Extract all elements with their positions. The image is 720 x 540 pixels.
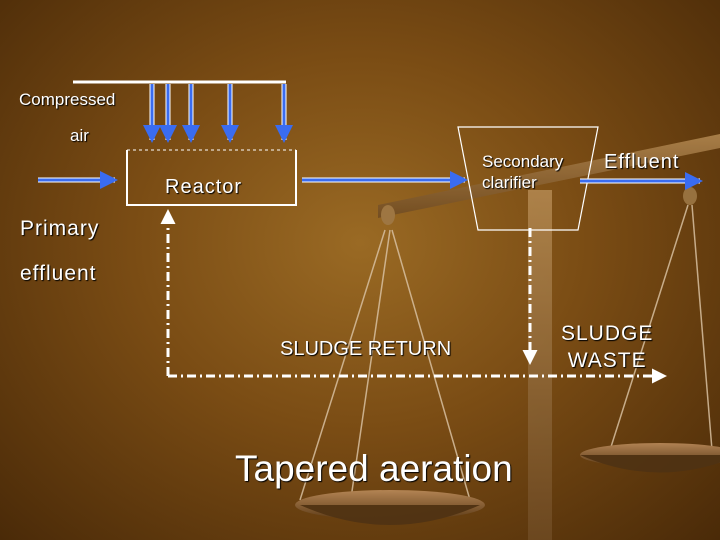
sludge-waste-line1: SLUDGE bbox=[561, 322, 654, 345]
reactor-tank bbox=[126, 149, 297, 206]
air-label: air bbox=[70, 126, 89, 145]
secondary-clarifier-label: Secondary clarifier bbox=[482, 151, 563, 193]
secondary-clarifier-shape bbox=[457, 126, 599, 231]
secondary-label-line2: clarifier bbox=[482, 173, 537, 192]
sludge-lines bbox=[160, 209, 667, 384]
right-hanger bbox=[683, 187, 697, 205]
left-hanger bbox=[381, 205, 395, 225]
sludge-waste-label: SLUDGE WASTE bbox=[561, 320, 653, 374]
effluent-label: Effluent bbox=[604, 151, 680, 173]
air-arrows bbox=[143, 84, 293, 143]
scale-beam bbox=[378, 134, 720, 218]
secondary-label-line1: Secondary bbox=[482, 152, 564, 171]
sludge-return-label: SLUDGE RETURN bbox=[280, 338, 452, 360]
reactor-walls bbox=[126, 150, 297, 206]
reactor-label: Reactor bbox=[165, 176, 243, 198]
compressed-label: Compressed bbox=[19, 90, 116, 109]
sludge-waste-line2: WASTE bbox=[567, 349, 647, 372]
primary-label: Primary bbox=[20, 217, 100, 240]
primary-effluent-label: effluent bbox=[20, 262, 97, 285]
scale-post bbox=[528, 190, 552, 540]
left-pan-bottom bbox=[300, 505, 480, 525]
right-pan-bottom bbox=[580, 455, 720, 473]
slide-title: Tapered aeration bbox=[235, 448, 513, 489]
